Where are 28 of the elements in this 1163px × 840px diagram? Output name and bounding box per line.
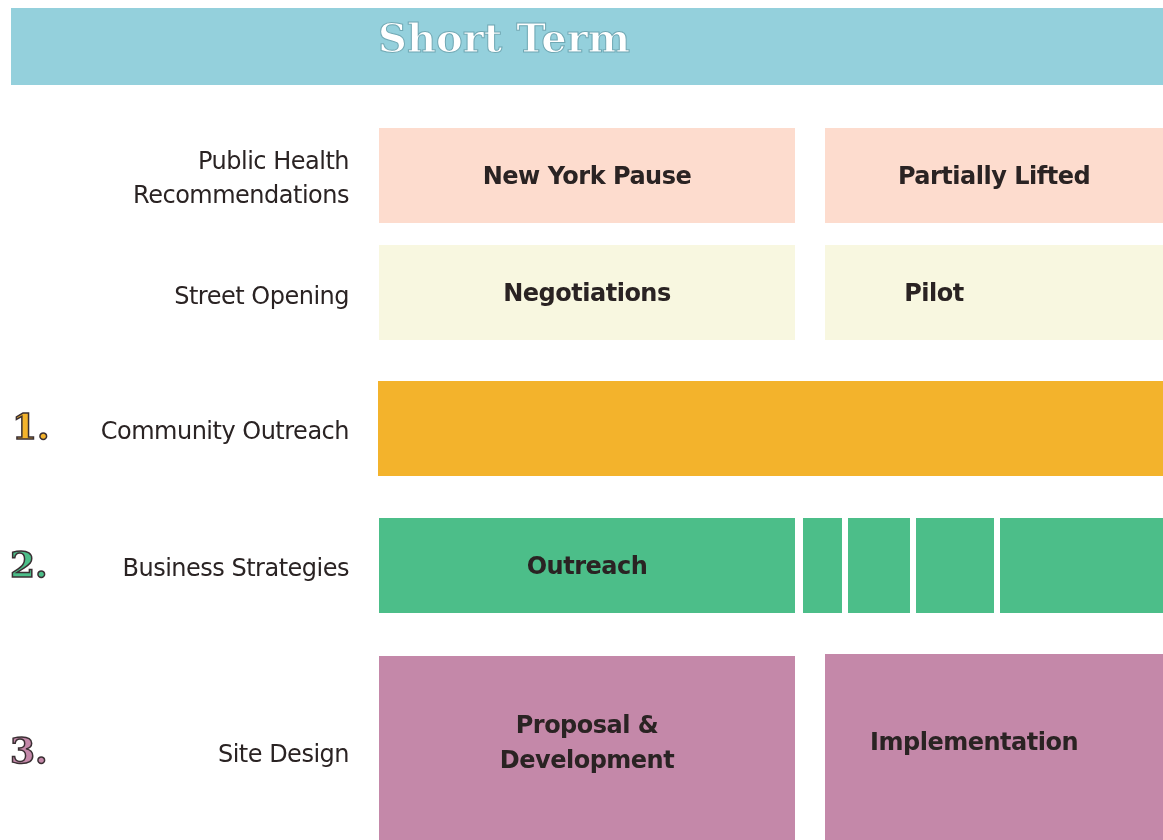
row-label: Community Outreach [99,416,349,447]
row-label: Public Health Recommendations [132,146,349,211]
phase-bar [379,656,795,840]
phase-bar [379,518,795,613]
timeline-bar [916,518,994,613]
row-label: Site Design [216,739,349,770]
timeline-bar [803,518,842,613]
timeline-bar [378,381,1163,476]
title: Short Term [378,14,631,61]
phase-bar [825,654,1163,840]
phase-label: Partially Lifted [897,161,1091,190]
row-label: Street Opening [173,281,349,312]
phase-bar [379,128,795,223]
phase-label: Outreach [526,551,648,580]
phase-label: Implementation [870,726,1078,758]
row-number: 3. [10,729,48,771]
row-number: 1. [12,405,50,447]
phase-label: Negotiations [503,278,671,307]
phase-label: New York Pause [482,161,692,190]
timeline-bar [1000,518,1163,613]
row-label: Business Strategies [121,553,349,584]
row-number: 2. [10,543,48,585]
phase-bar [825,245,1163,340]
phase-bar [379,245,795,340]
phase-bar [825,128,1163,223]
phase-label: Pilot [904,278,964,307]
timeline-bar [848,518,910,613]
phase-label: Proposal & Development [498,710,676,776]
